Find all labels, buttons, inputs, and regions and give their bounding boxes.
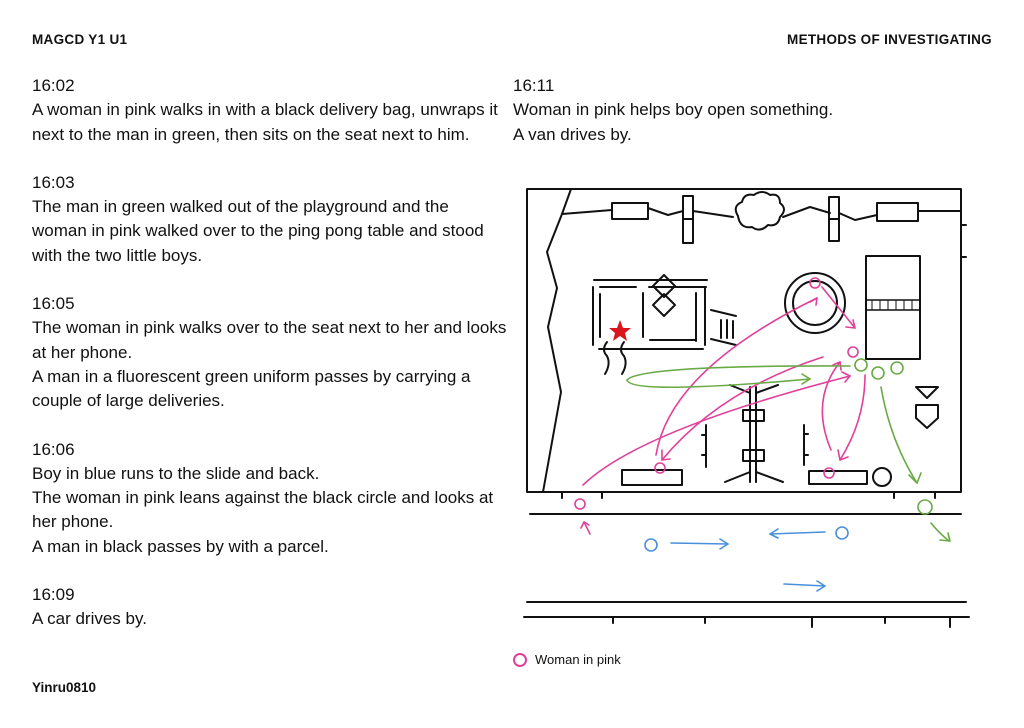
legend: Woman in pink (513, 652, 621, 667)
man-in-green-path (626, 358, 951, 542)
observation-entry: 16:09 A car drives by. (32, 583, 507, 632)
observation-text: A man in a fluorescent green uniform pas… (32, 366, 471, 411)
slide (865, 255, 921, 360)
header-course: MAGCD Y1 U1 (32, 32, 128, 47)
pink-circle-icon (513, 652, 527, 667)
observation-text: The woman in pink walks over to the seat… (32, 318, 507, 362)
author-footer: Yinru0810 (32, 680, 97, 695)
timestamp: 16:05 (32, 294, 75, 314)
playground-map-sketch (523, 188, 970, 628)
timestamp: 16:11 (513, 76, 555, 95)
observation-text: A car drives by. (32, 609, 147, 629)
observation-text: A van drives by. (513, 124, 632, 144)
swing-frame (701, 384, 809, 483)
woman-in-pink-path (574, 277, 866, 535)
timestamp: 16:09 (32, 585, 75, 605)
legend-label: Woman in pink (535, 652, 621, 667)
observation-text: A woman in pink walks in with a black de… (32, 100, 498, 144)
playground-structure (526, 188, 967, 493)
observation-text: The woman in pink leans against the blac… (32, 488, 494, 532)
benches (621, 467, 892, 487)
signpost-icon (915, 386, 939, 429)
timestamp: 16:03 (32, 172, 75, 192)
timestamp: 16:06 (32, 439, 75, 459)
timestamp: 16:02 (32, 76, 75, 95)
ping-pong-table (592, 274, 737, 375)
header-title: METHODS OF INVESTIGATING (787, 32, 992, 47)
observation-text: Woman in pink helps boy open something. (513, 100, 834, 120)
boy-in-blue-path (644, 526, 849, 592)
bush-icon (734, 191, 785, 231)
observation-text: A man in black passes by with a parcel. (32, 536, 329, 556)
star-icon (609, 320, 631, 341)
roundabout (784, 272, 846, 334)
left-observations: 16:02 A woman in pink walks in with a bla… (32, 74, 507, 656)
observation-entry: 16:02 A woman in pink walks in with a bla… (32, 74, 507, 147)
observation-text: Boy in blue runs to the slide and back. (32, 463, 320, 483)
street (523, 491, 970, 628)
observation-text: The man in green walked out of the playg… (32, 197, 484, 265)
